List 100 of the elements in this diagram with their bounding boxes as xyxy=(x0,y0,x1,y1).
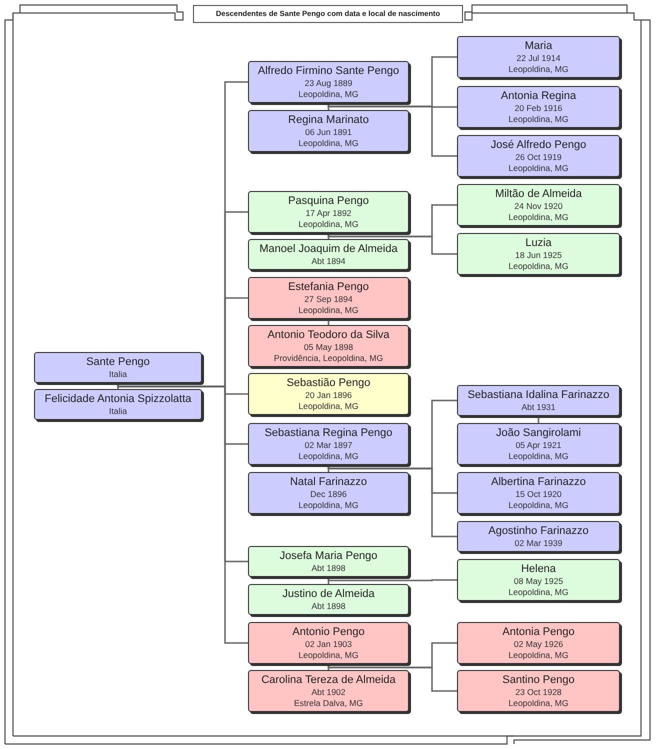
person-box xyxy=(34,352,202,383)
birth-detail: 26 Oct 1919 xyxy=(515,152,562,162)
person-name: Felicidade Antonia Spizzolatta xyxy=(44,392,192,406)
birth-detail: 17 Apr 1892 xyxy=(306,208,352,218)
person-box xyxy=(457,622,620,664)
birth-detail: Leopoldina, MG xyxy=(508,64,568,74)
person-name: Pasquina Pengo xyxy=(288,194,369,208)
person-name: João Sangirolami xyxy=(496,426,581,440)
birth-detail: Italia xyxy=(109,368,127,380)
person-name: Josefa Maria Pengo xyxy=(280,550,378,562)
person-name: Manoel Joaquim de Almeida xyxy=(259,242,398,256)
birth-detail: 02 Mar 1939 xyxy=(514,538,562,548)
birth-detail: Leopoldina, MG xyxy=(298,500,358,510)
birth-detail: Leopoldina, MG xyxy=(508,162,568,174)
person-name: Antonio Teodoro da Silva xyxy=(267,328,390,342)
person-name: Alfredo Firmino Sante Pengo xyxy=(258,64,400,78)
person-name: Antonia Pengo xyxy=(502,626,575,638)
person-box xyxy=(457,233,620,275)
person-box xyxy=(457,423,620,465)
person-box xyxy=(34,389,202,420)
person-name: Albertina Farinazzo xyxy=(491,476,586,488)
birth-detail: 20 Jan 1896 xyxy=(305,390,352,400)
birth-detail: Leopoldina, MG xyxy=(298,218,358,230)
person-box xyxy=(248,584,409,615)
descent-line xyxy=(328,233,457,255)
birth-detail: Abt 1931 xyxy=(521,402,556,412)
birth-detail: Leopoldina, MG xyxy=(508,260,568,272)
person-box xyxy=(457,184,620,226)
birth-detail: 22 Jul 1914 xyxy=(516,52,560,64)
birth-detail: 05 Apr 1921 xyxy=(516,440,562,450)
person-name: Luzia xyxy=(525,236,552,250)
person-name: José Alfredo Pengo xyxy=(490,138,586,152)
person-name: Sebastiana Idalina Farinazzo xyxy=(468,388,610,402)
person-box xyxy=(248,670,409,712)
person-name: Antonia Regina xyxy=(500,90,576,102)
birth-detail: 23 Oct 1928 xyxy=(515,686,562,698)
person-name: Estefania Pengo xyxy=(288,280,369,294)
birth-detail: Leopoldina, MG xyxy=(298,304,358,316)
person-box xyxy=(248,239,409,270)
person-name: Sante Pengo xyxy=(86,356,150,368)
person-name: Helena xyxy=(521,562,556,576)
person-name: Sebastião Pengo xyxy=(286,376,370,390)
birth-detail: Providência, Leopoldina, MG xyxy=(274,352,384,364)
person-box xyxy=(457,521,620,552)
person-box xyxy=(248,61,409,103)
birth-detail: Abt 1898 xyxy=(311,600,346,612)
birth-detail: Leopoldina, MG xyxy=(298,88,358,100)
birth-detail: Leopoldina, MG xyxy=(298,650,358,660)
person-box xyxy=(248,277,409,319)
birth-detail: Leopoldina, MG xyxy=(508,212,568,222)
person-name: Sebastiana Regina Pengo xyxy=(264,426,392,440)
birth-detail: 20 Feb 1916 xyxy=(514,102,562,114)
birth-detail: Estrela Dalva, MG xyxy=(294,698,363,708)
person-name: Miltão de Almeida xyxy=(495,188,582,200)
birth-detail: 06 Jun 1891 xyxy=(305,126,352,138)
birth-detail: 15 Oct 1920 xyxy=(515,488,562,500)
birth-detail: Abt 1894 xyxy=(311,256,346,266)
person-name: Carolina Tereza de Almeida xyxy=(261,674,396,686)
birth-detail: Leopoldina, MG xyxy=(508,586,568,598)
birth-detail: Leopoldina, MG xyxy=(298,400,358,412)
birth-detail: Leopoldina, MG xyxy=(298,450,358,462)
person-name: Justino de Almeida xyxy=(282,588,375,600)
person-box xyxy=(248,546,409,577)
person-box xyxy=(457,135,620,177)
person-box xyxy=(248,423,409,465)
birth-detail: 24 Nov 1920 xyxy=(514,200,563,212)
birth-detail: Abt 1898 xyxy=(311,562,346,574)
birth-detail: Leopoldina, MG xyxy=(508,450,568,462)
birth-detail: 05 May 1898 xyxy=(304,342,354,352)
person-box xyxy=(248,191,409,233)
person-box xyxy=(248,622,409,664)
birth-detail: 18 Jun 1925 xyxy=(515,250,562,260)
birth-detail: 02 Jan 1903 xyxy=(305,638,352,650)
person-name: Natal Farinazzo xyxy=(290,476,368,488)
descent-line xyxy=(328,465,457,538)
person-box xyxy=(457,36,620,78)
person-name: Maria xyxy=(524,40,552,52)
birth-detail: Leopoldina, MG xyxy=(508,114,568,124)
person-name: Agostinho Farinazzo xyxy=(488,524,589,538)
person-box xyxy=(457,86,620,128)
person-name: Regina Marinato xyxy=(288,114,369,126)
person-box xyxy=(457,385,620,416)
descent-line xyxy=(117,382,248,644)
person-box xyxy=(248,373,409,415)
birth-detail: 23 Aug 1889 xyxy=(304,78,352,88)
birth-detail: 08 May 1925 xyxy=(514,576,564,586)
birth-detail: Leopoldina, MG xyxy=(508,650,568,660)
birth-detail: Leopoldina, MG xyxy=(508,500,568,510)
descent-line xyxy=(328,577,457,582)
birth-detail: Leopoldina, MG xyxy=(298,138,358,148)
person-name: Santino Pengo xyxy=(502,674,575,686)
person-box xyxy=(248,110,409,152)
birth-detail: 02 Mar 1897 xyxy=(304,440,352,450)
person-box xyxy=(457,472,620,514)
birth-detail: Dec 1896 xyxy=(310,488,347,500)
descent-line xyxy=(328,103,457,157)
birth-detail: 27 Sep 1894 xyxy=(304,294,353,304)
person-box xyxy=(248,325,409,367)
person-box xyxy=(457,670,620,712)
birth-detail: Italia xyxy=(109,406,127,416)
